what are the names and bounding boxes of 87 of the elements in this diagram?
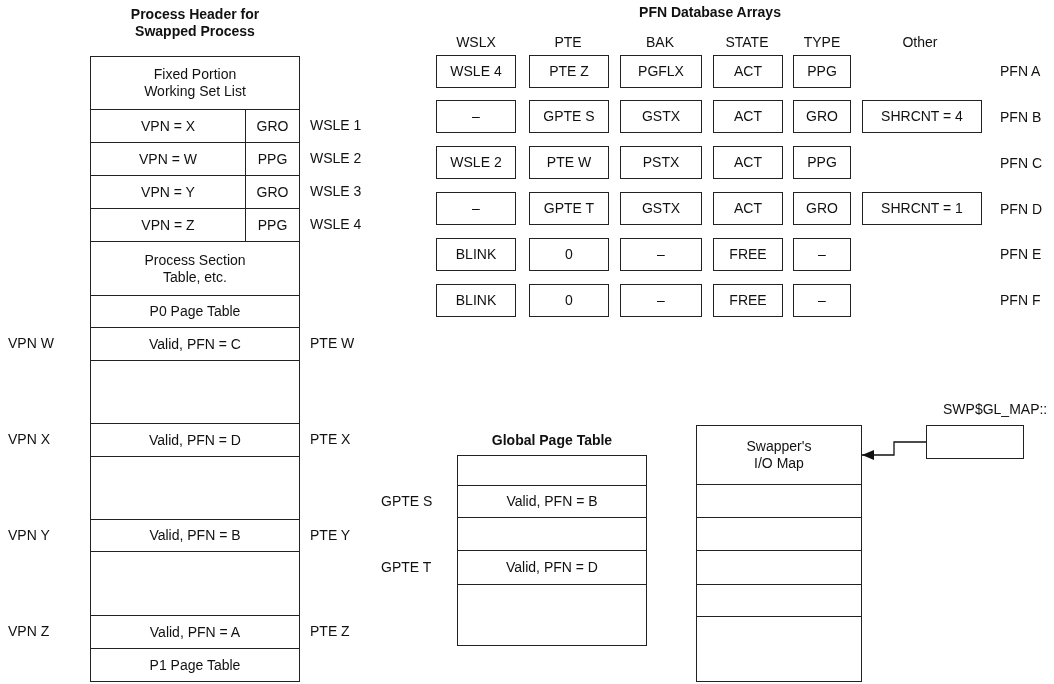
table-cell: PPG	[793, 55, 851, 88]
column-header: Other	[901, 34, 939, 51]
row-label: PFN C	[1000, 155, 1042, 172]
side-label: WSLE 1	[310, 117, 362, 134]
table-cell: P1 Page Table	[90, 648, 300, 682]
column-header: WSLX	[455, 34, 497, 51]
table-cell: –	[793, 284, 851, 317]
table-cell: Valid, PFN = B	[90, 519, 300, 552]
table-cell: GRO	[793, 192, 851, 225]
table-title: Global Page Table	[490, 432, 614, 449]
table-cell: GRO	[793, 100, 851, 133]
table-cell: SHRCNT = 4	[862, 100, 982, 133]
column-header: PTE	[553, 34, 583, 51]
table-cell: PTE W	[529, 146, 609, 179]
row-label: PFN E	[1000, 246, 1042, 263]
side-label: VPN W	[8, 335, 54, 352]
empty-cell	[90, 360, 300, 424]
table-cell: 0	[529, 238, 609, 271]
side-label: PTE W	[310, 335, 355, 352]
table-cell: Fixed Portion Working Set List	[90, 56, 300, 110]
table-cell: Valid, PFN = A	[90, 615, 300, 649]
table-cell: WSLE 2	[436, 146, 516, 179]
empty-cell	[696, 517, 862, 551]
table-cell: GPTE S	[529, 100, 609, 133]
table-cell: PSTX	[620, 146, 702, 179]
table-title: Process Header for Swapped Process	[129, 6, 261, 40]
side-label: WSLE 3	[310, 183, 362, 200]
empty-cell	[457, 584, 647, 646]
table-cell: Valid, PFN = D	[457, 550, 647, 585]
table-cell: ACT	[713, 192, 783, 225]
column-header: STATE	[724, 34, 770, 51]
table-cell: –	[620, 284, 702, 317]
side-label: VPN Z	[8, 623, 50, 640]
side-label: PTE Z	[310, 623, 350, 640]
side-label: SWP$GL_MAP::	[943, 401, 1048, 418]
table-cell: Process Section Table, etc.	[90, 241, 300, 296]
table-cell: ACT	[713, 55, 783, 88]
empty-cell	[457, 455, 647, 486]
table-cell: P0 Page Table	[90, 295, 300, 328]
table-cell: Valid, PFN = D	[90, 423, 300, 457]
table-cell: –	[436, 192, 516, 225]
side-label: PTE X	[310, 431, 351, 448]
table-cell: ACT	[713, 100, 783, 133]
column-header: TYPE	[802, 34, 842, 51]
side-label: VPN X	[8, 431, 50, 448]
table-cell: Swapper's I/O Map	[696, 425, 862, 485]
table-cell: PPG	[793, 146, 851, 179]
memory-table	[455, 432, 649, 648]
table-cell: PTE Z	[529, 55, 609, 88]
side-label: WSLE 4	[310, 216, 362, 233]
table-cell: FREE	[713, 238, 783, 271]
empty-cell	[696, 484, 862, 518]
table-cell: –	[620, 238, 702, 271]
empty-cell	[696, 584, 862, 617]
table-cell: WSLE 4	[436, 55, 516, 88]
table-cell: 0	[529, 284, 609, 317]
table-title: PFN Database Arrays	[638, 4, 782, 21]
column-header: BAK	[645, 34, 675, 51]
memory-table	[88, 6, 302, 684]
empty-cell	[90, 551, 300, 616]
side-label: VPN Y	[8, 527, 50, 544]
table-cell: GSTX	[620, 192, 702, 225]
pointer-box	[926, 425, 1024, 459]
row-label: PFN A	[1000, 63, 1041, 80]
table-cell: –	[793, 238, 851, 271]
table-cell: GPTE T	[529, 192, 609, 225]
table-cell: Valid, PFN = B	[457, 485, 647, 518]
side-label: PTE Y	[310, 527, 351, 544]
empty-cell	[90, 456, 300, 520]
table-cell: GSTX	[620, 100, 702, 133]
table-cell: –	[436, 100, 516, 133]
table-cell: BLINK	[436, 284, 516, 317]
table-cell: BLINK	[436, 238, 516, 271]
side-label: GPTE S	[381, 493, 433, 510]
side-label: WSLE 2	[310, 150, 362, 167]
empty-cell	[696, 550, 862, 585]
table-cell: SHRCNT = 1	[862, 192, 982, 225]
row-label: PFN B	[1000, 109, 1042, 126]
table-cell: PGFLX	[620, 55, 702, 88]
table-cell: Valid, PFN = C	[90, 327, 300, 361]
row-label: PFN D	[1000, 201, 1042, 218]
empty-cell	[457, 517, 647, 551]
row-label: PFN F	[1000, 292, 1041, 309]
table-cell: ACT	[713, 146, 783, 179]
side-label: GPTE T	[381, 559, 432, 576]
table-cell: FREE	[713, 284, 783, 317]
empty-cell	[696, 616, 862, 682]
